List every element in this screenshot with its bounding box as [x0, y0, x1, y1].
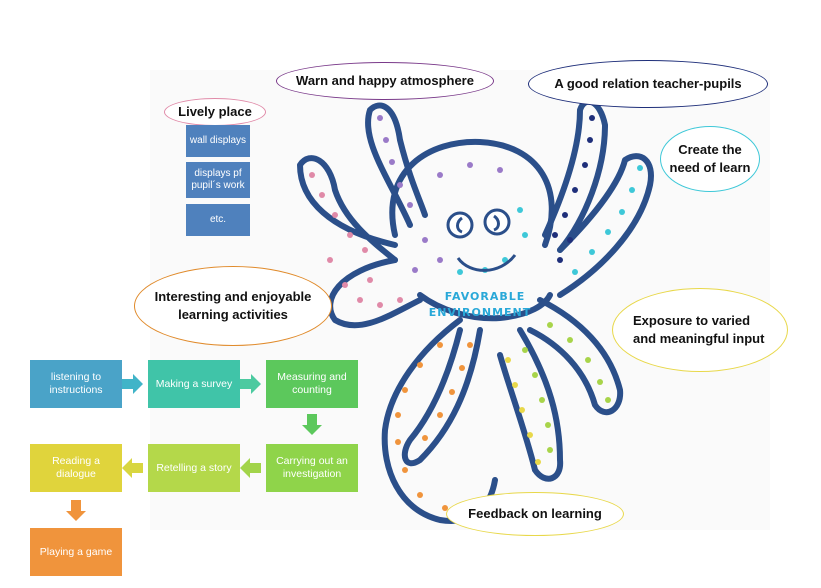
- step-listening-instructions: listening to instructions: [30, 360, 122, 408]
- center-label-line2: ENVIRONMENT: [429, 306, 532, 319]
- lively-item-wall-displays: wall displays: [186, 125, 250, 157]
- step-making-survey: Making a survey: [148, 360, 240, 408]
- lively-item-pupils-work: displays pf pupil´s work: [186, 162, 250, 198]
- lively-item-etc: etc.: [186, 204, 250, 236]
- arrow-left-icon: [240, 458, 261, 478]
- step-carrying-investigation: Carrying out an investigation: [266, 444, 358, 492]
- octopus-face: [446, 208, 517, 272]
- arrow-down-icon: [66, 500, 86, 521]
- octopus-suckers: [309, 115, 643, 511]
- oval-exposure-input: Exposure to varied and meaningful input: [612, 288, 788, 372]
- step-retelling-story: Retelling a story: [148, 444, 240, 492]
- oval-feedback: Feedback on learning: [446, 492, 624, 536]
- oval-warm-atmosphere: Warn and happy atmosphere: [276, 62, 494, 100]
- step-reading-dialogue: Reading a dialogue: [30, 444, 122, 492]
- step-measuring-counting: Measuring and counting: [266, 360, 358, 408]
- oval-interesting-activities: Interesting and enjoyable learning activ…: [134, 266, 332, 346]
- oval-create-need: Create the need of learn: [660, 126, 760, 192]
- arrow-right-icon: [122, 374, 143, 394]
- oval-lively-place: Lively place: [164, 98, 266, 126]
- arrow-right-icon: [240, 374, 261, 394]
- oval-teacher-relation: A good relation teacher-pupils: [528, 60, 768, 108]
- arrow-left-icon: [122, 458, 143, 478]
- center-label-line1: FAVORABLE: [445, 290, 526, 303]
- step-playing-game: Playing a game: [30, 528, 122, 576]
- arrow-down-icon: [302, 414, 322, 435]
